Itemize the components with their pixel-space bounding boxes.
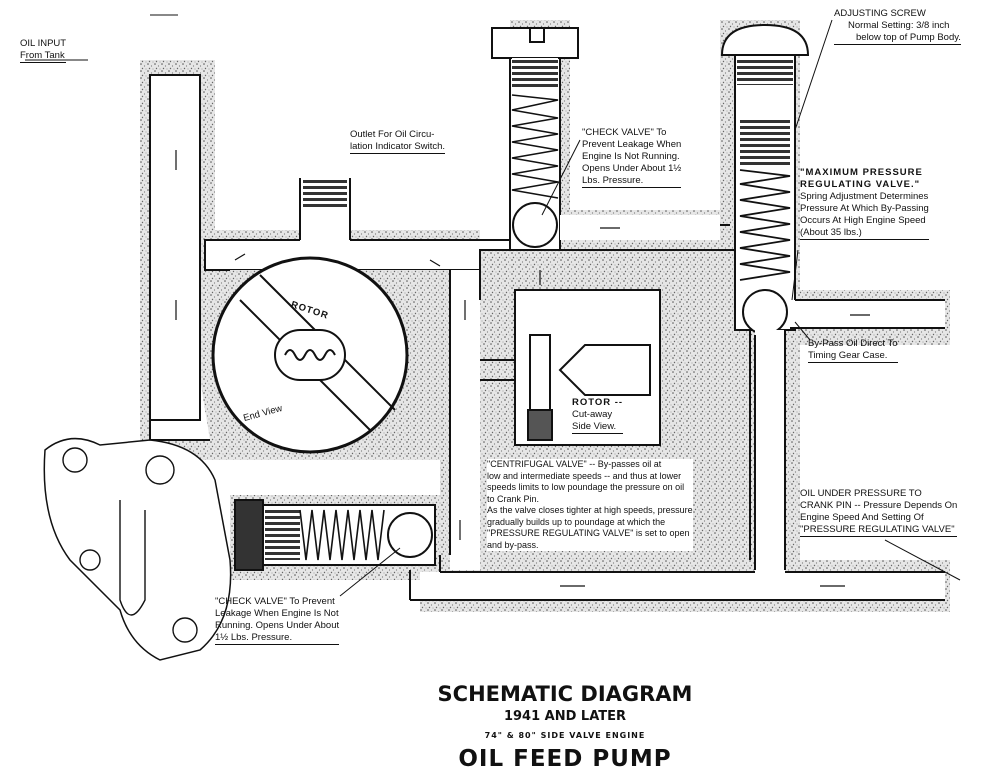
label-line: From Tank — [20, 50, 67, 63]
label-line: 1½ Lbs. Pressure. — [215, 632, 340, 645]
label-line: ADJUSTING SCREW — [834, 8, 926, 19]
crank-pin-pipe — [420, 572, 945, 600]
label-line: By-Pass Oil Direct To — [808, 338, 898, 349]
max-pressure-label: "MAXIMUM PRESSURE REGULATING VALVE." Spr… — [800, 167, 929, 240]
label-line: "CENTRIFUGAL VALVE" -- By-passes oil at — [487, 459, 662, 469]
diagram-title: SCHEMATIC DIAGRAM — [437, 682, 693, 706]
rotor-side-label: ROTOR -- Cut-away Side View. — [572, 397, 624, 434]
diagram-years: 1941 AND LATER — [503, 709, 627, 724]
label-line: (About 35 lbs.) — [800, 227, 929, 240]
label-line: Pressure At Which By-Passing — [800, 203, 929, 214]
centrifugal-valve-label: "CENTRIFUGAL VALVE" -- By-passes oil at … — [487, 459, 693, 551]
bypass-pipe — [790, 300, 945, 328]
diagram-subject: OIL FEED PUMP — [458, 746, 672, 772]
label-line: OIL INPUT — [20, 38, 67, 49]
label-line: Opens Under About 1½ — [582, 163, 682, 174]
label-line: "CHECK VALVE" To — [582, 127, 667, 138]
label-line: Running. Opens Under About — [215, 620, 340, 631]
diagram-engine: 74" & 80" SIDE VALVE ENGINE — [484, 731, 646, 740]
label-line: Normal Setting: 3/8 inch — [848, 20, 950, 31]
label-line: Prevent Leakage When — [582, 139, 682, 150]
oil-under-pressure-label: OIL UNDER PRESSURE TO CRANK PIN -- Press… — [800, 488, 958, 537]
label-line: Timing Gear Case. — [808, 350, 898, 363]
label-line: speeds limits to low poundage the pressu… — [487, 482, 685, 492]
label-line: low and intermediate speeds -- and thus … — [487, 470, 682, 481]
label-line: Engine Is Not Running. — [582, 151, 680, 162]
outlet-label: Outlet For Oil Circu- lation Indicator S… — [350, 129, 446, 154]
adjusting-screw-label: ADJUSTING SCREW Normal Setting: 3/8 inch… — [834, 8, 961, 45]
pump-housing-sketch — [43, 437, 232, 661]
regulating-valve-ball — [742, 289, 788, 335]
label-line: and by-pass. — [487, 539, 539, 550]
top-check-valve-spring — [511, 94, 559, 199]
oil-input-label: OIL INPUT From Tank — [20, 38, 67, 63]
label-line: below top of Pump Body. — [834, 32, 961, 45]
label-line: Engine Speed And Setting Of — [800, 512, 924, 523]
label-line: "MAXIMUM PRESSURE — [800, 167, 923, 178]
upper-channel — [204, 239, 511, 271]
label-line: "PRESSURE REGULATING VALVE" is set to op… — [487, 528, 690, 538]
label-line: Lbs. Pressure. — [582, 175, 682, 188]
label-line: REGULATING VALVE." — [800, 179, 921, 190]
regulating-valve-body — [734, 49, 796, 331]
bottom-check-valve-spring — [299, 509, 385, 561]
label-line: "PRESSURE REGULATING VALVE" — [800, 524, 958, 537]
label-line: lation Indicator Switch. — [350, 141, 446, 154]
label-line: "CHECK VALVE" To Prevent — [215, 596, 335, 607]
label-line: CRANK PIN -- Pressure Depends On — [800, 500, 958, 511]
label-line: ROTOR -- — [572, 397, 624, 408]
label-line: Outlet For Oil Circu- — [350, 129, 435, 140]
check-valve-top-label: "CHECK VALVE" To Prevent Leakage When En… — [582, 127, 682, 188]
label-line: Occurs At High Engine Speed — [800, 215, 926, 226]
bottom-check-valve-ball — [387, 512, 433, 558]
label-line: Side View. — [572, 421, 624, 434]
label-line: As the valve closes tighter at high spee… — [487, 505, 693, 515]
label-line: Leakage When Engine Is Not — [215, 608, 339, 619]
top-check-valve-ball — [512, 202, 558, 248]
label-line: OIL UNDER PRESSURE TO — [800, 488, 922, 499]
regulating-valve-spring — [739, 169, 791, 281]
bypass-label: By-Pass Oil Direct To Timing Gear Case. — [808, 338, 898, 363]
label-line: gradually builds up to poundage at which… — [487, 516, 666, 527]
label-line: Cut-away — [572, 409, 613, 420]
label-line: to Crank Pin. — [487, 493, 540, 504]
adjusting-screw-head — [720, 23, 810, 56]
check-valve-bottom-label: "CHECK VALVE" To Prevent Leakage When En… — [215, 596, 340, 645]
label-line: Spring Adjustment Determines — [800, 191, 929, 202]
